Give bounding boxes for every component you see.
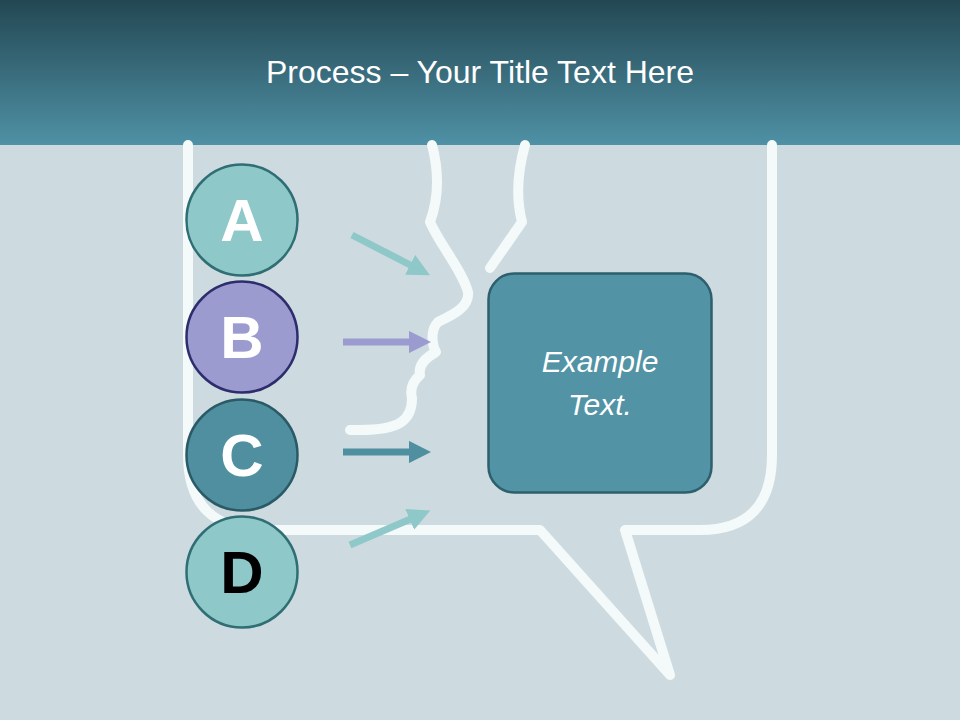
step-circle: A	[185, 163, 299, 277]
step-circle: C	[185, 398, 299, 512]
box-outline	[487, 272, 713, 494]
arrow	[352, 235, 420, 270]
step-letter: C	[220, 412, 263, 499]
box-text: Example Text.	[515, 340, 685, 427]
step-letter: D	[220, 529, 263, 616]
slide-title: Process – Your Title Text Here	[266, 54, 694, 91]
title-bar: Process – Your Title Text Here	[0, 0, 960, 145]
head-back	[490, 145, 525, 268]
arrow	[350, 515, 420, 545]
face-profile	[350, 145, 468, 430]
step-circle: B	[185, 280, 299, 394]
step-circle: D	[185, 515, 299, 629]
step-letter: B	[220, 294, 263, 381]
step-letter: A	[220, 177, 263, 264]
text-box: Example Text.	[487, 272, 713, 494]
arrow	[343, 449, 420, 456]
header-band	[0, 0, 960, 145]
arrow	[343, 339, 420, 346]
